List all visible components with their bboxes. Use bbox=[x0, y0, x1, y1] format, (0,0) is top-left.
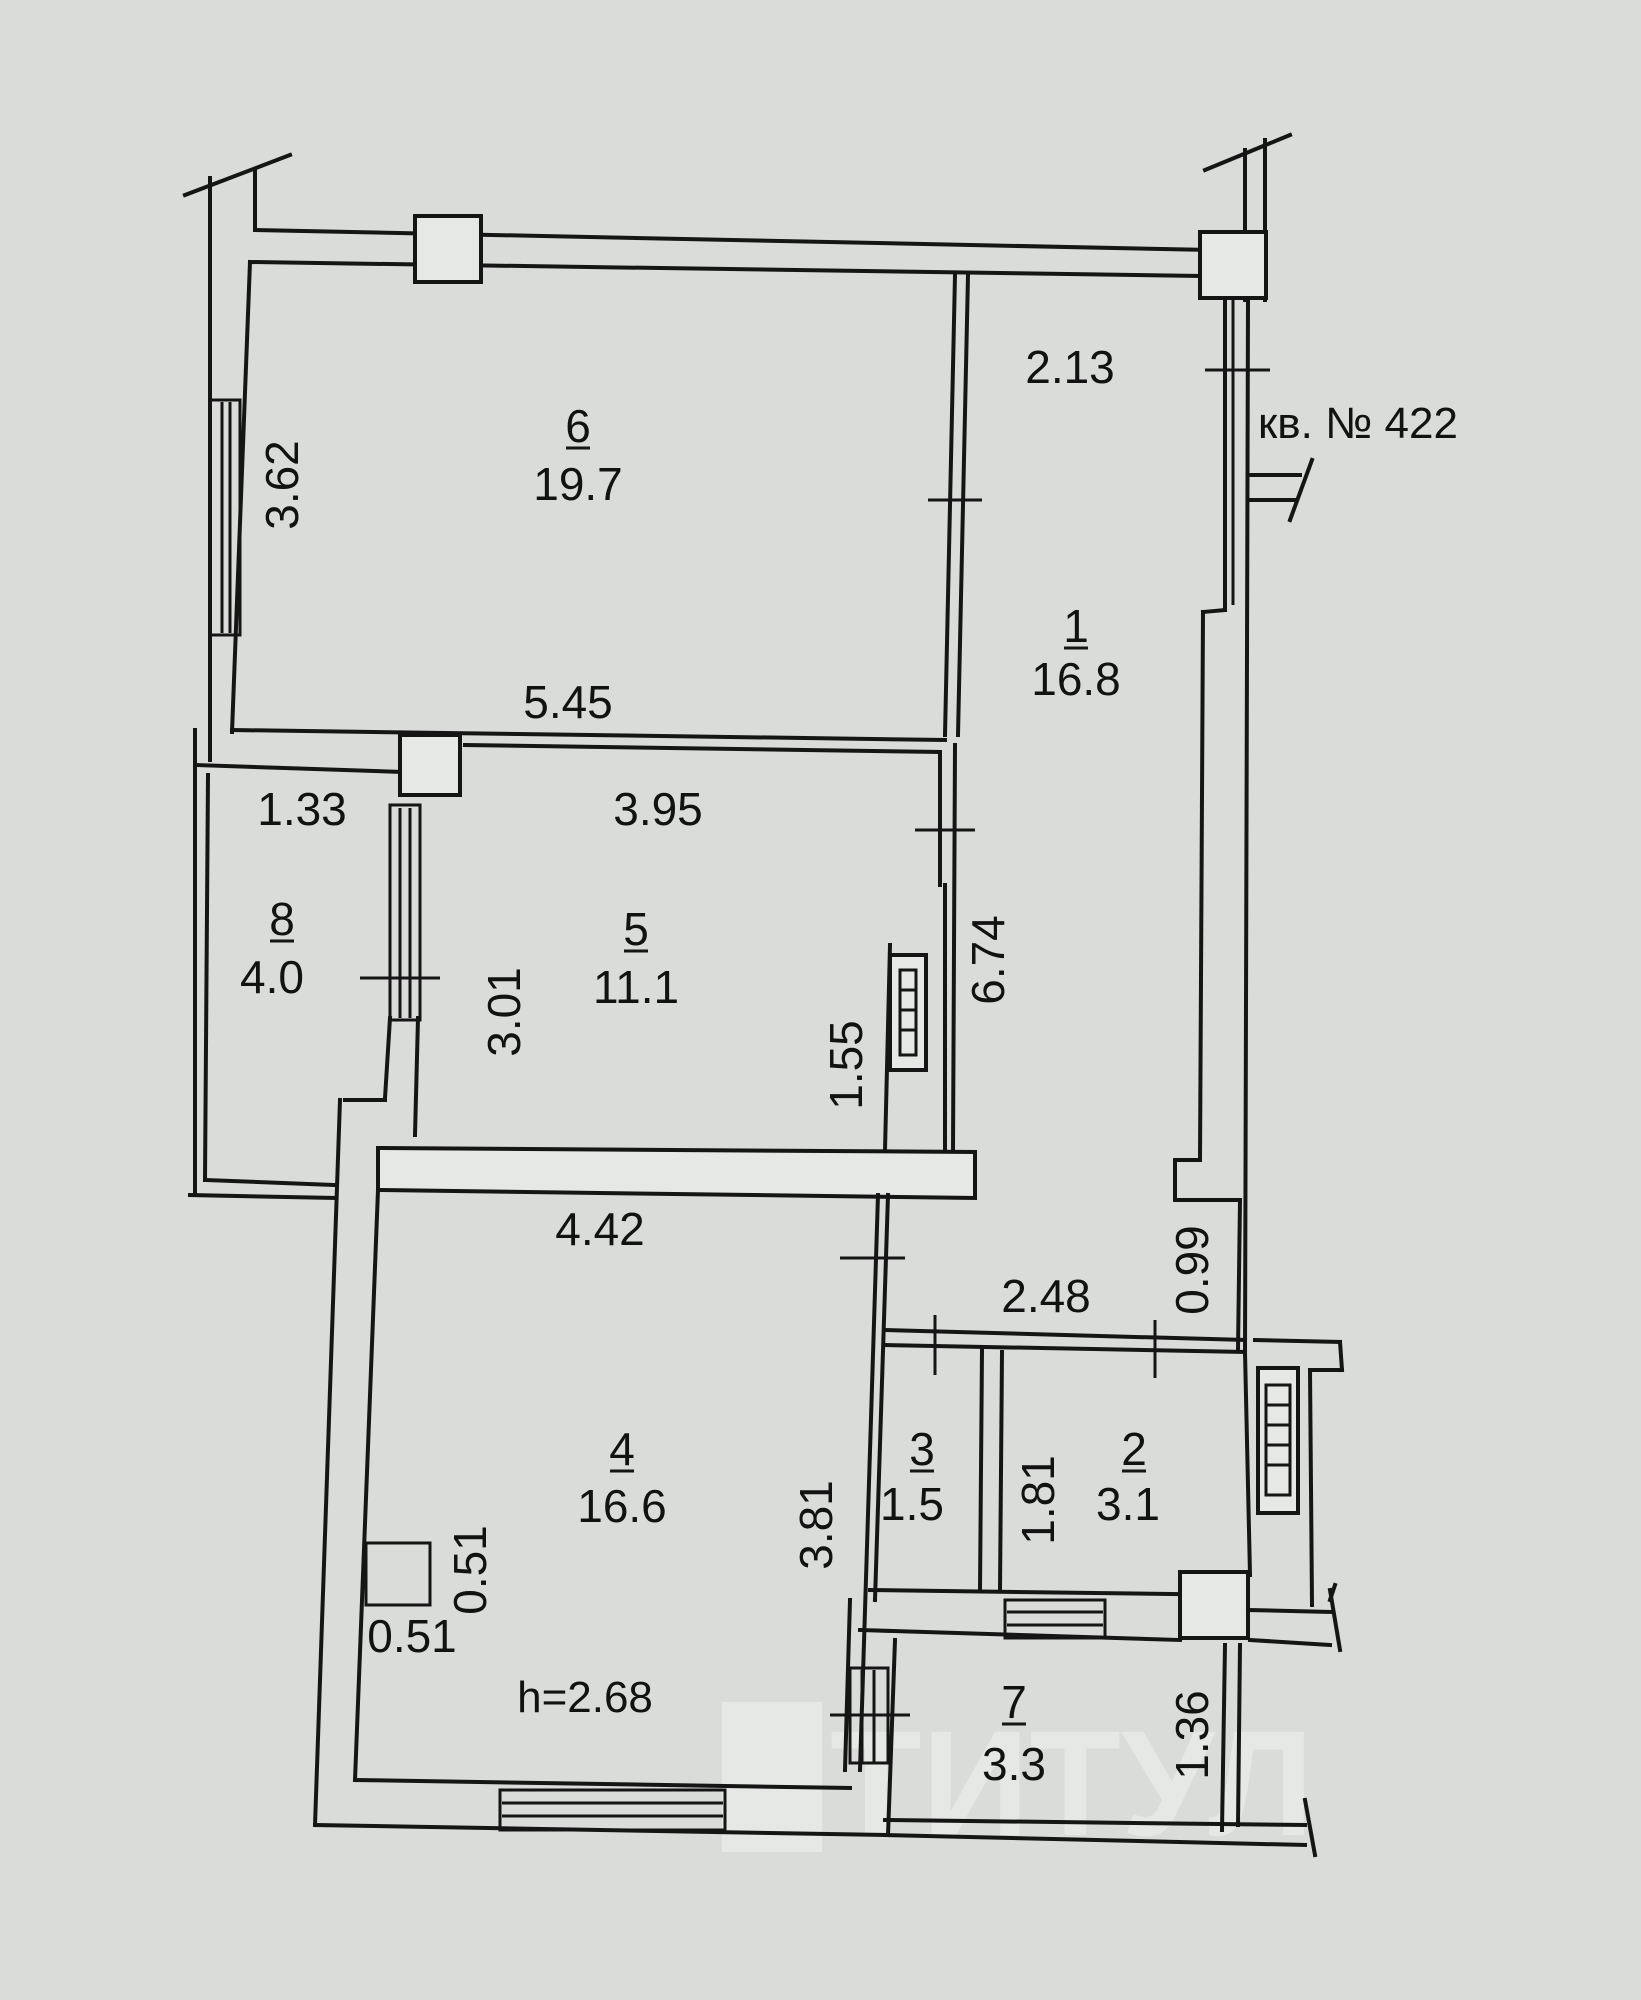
dim-0-51-horizontal: 0.51 bbox=[367, 1610, 457, 1662]
room-7-number: 7 bbox=[1001, 1676, 1027, 1728]
dim-1-81: 1.81 bbox=[1012, 1455, 1064, 1545]
room-1-number: 1 bbox=[1063, 600, 1089, 652]
interior-walls bbox=[187, 272, 1345, 1858]
dim-2-48: 2.48 bbox=[1001, 1270, 1091, 1322]
dim-0-99: 0.99 bbox=[1166, 1225, 1218, 1315]
room-3-number: 3 bbox=[909, 1423, 935, 1475]
room-5-area: 11.1 bbox=[593, 961, 679, 1013]
dim-5-45: 5.45 bbox=[523, 676, 613, 728]
dimension-labels: 2.13 3.62 5.45 1.33 3.95 6.74 3.01 1.55 … bbox=[256, 341, 1218, 1780]
room-3-area: 1.5 bbox=[880, 1478, 944, 1530]
dim-3-81: 3.81 bbox=[790, 1480, 842, 1570]
ceiling-height: h=2.68 bbox=[517, 1673, 653, 1722]
room-4-area: 16.6 bbox=[577, 1480, 667, 1532]
dim-4-42: 4.42 bbox=[555, 1203, 645, 1255]
dim-1-55: 1.55 bbox=[820, 1020, 872, 1110]
room-8-number: 8 bbox=[269, 893, 295, 945]
dim-6-74: 6.74 bbox=[962, 915, 1014, 1005]
room-5-number: 5 bbox=[623, 903, 649, 955]
room-2-number: 2 bbox=[1121, 1423, 1147, 1475]
dim-3-01: 3.01 bbox=[478, 967, 530, 1057]
room-6-area: 19.7 bbox=[533, 458, 623, 510]
dim-2-13: 2.13 bbox=[1025, 341, 1115, 393]
outer-walls bbox=[182, 132, 1315, 1358]
room-8-area: 4.0 bbox=[240, 951, 304, 1003]
room-7-area: 3.3 bbox=[982, 1738, 1046, 1790]
dim-1-33: 1.33 bbox=[257, 783, 347, 835]
room-6-number: 6 bbox=[565, 400, 591, 452]
room-2-area: 3.1 bbox=[1096, 1478, 1160, 1530]
apartment-label: кв. № 422 bbox=[1258, 399, 1458, 448]
watermark: ТИТУЛ bbox=[722, 1699, 1314, 1867]
dim-0-51-vertical: 0.51 bbox=[444, 1525, 496, 1615]
room-labels: 6 19.7 1 16.8 8 4.0 5 11.1 4 16.6 3 1.5 … bbox=[240, 400, 1160, 1790]
dim-1-36: 1.36 bbox=[1166, 1690, 1218, 1780]
room-4-number: 4 bbox=[609, 1423, 635, 1475]
dim-3-95: 3.95 bbox=[613, 783, 703, 835]
dim-3-62: 3.62 bbox=[256, 440, 308, 530]
room-1-area: 16.8 bbox=[1031, 653, 1121, 705]
